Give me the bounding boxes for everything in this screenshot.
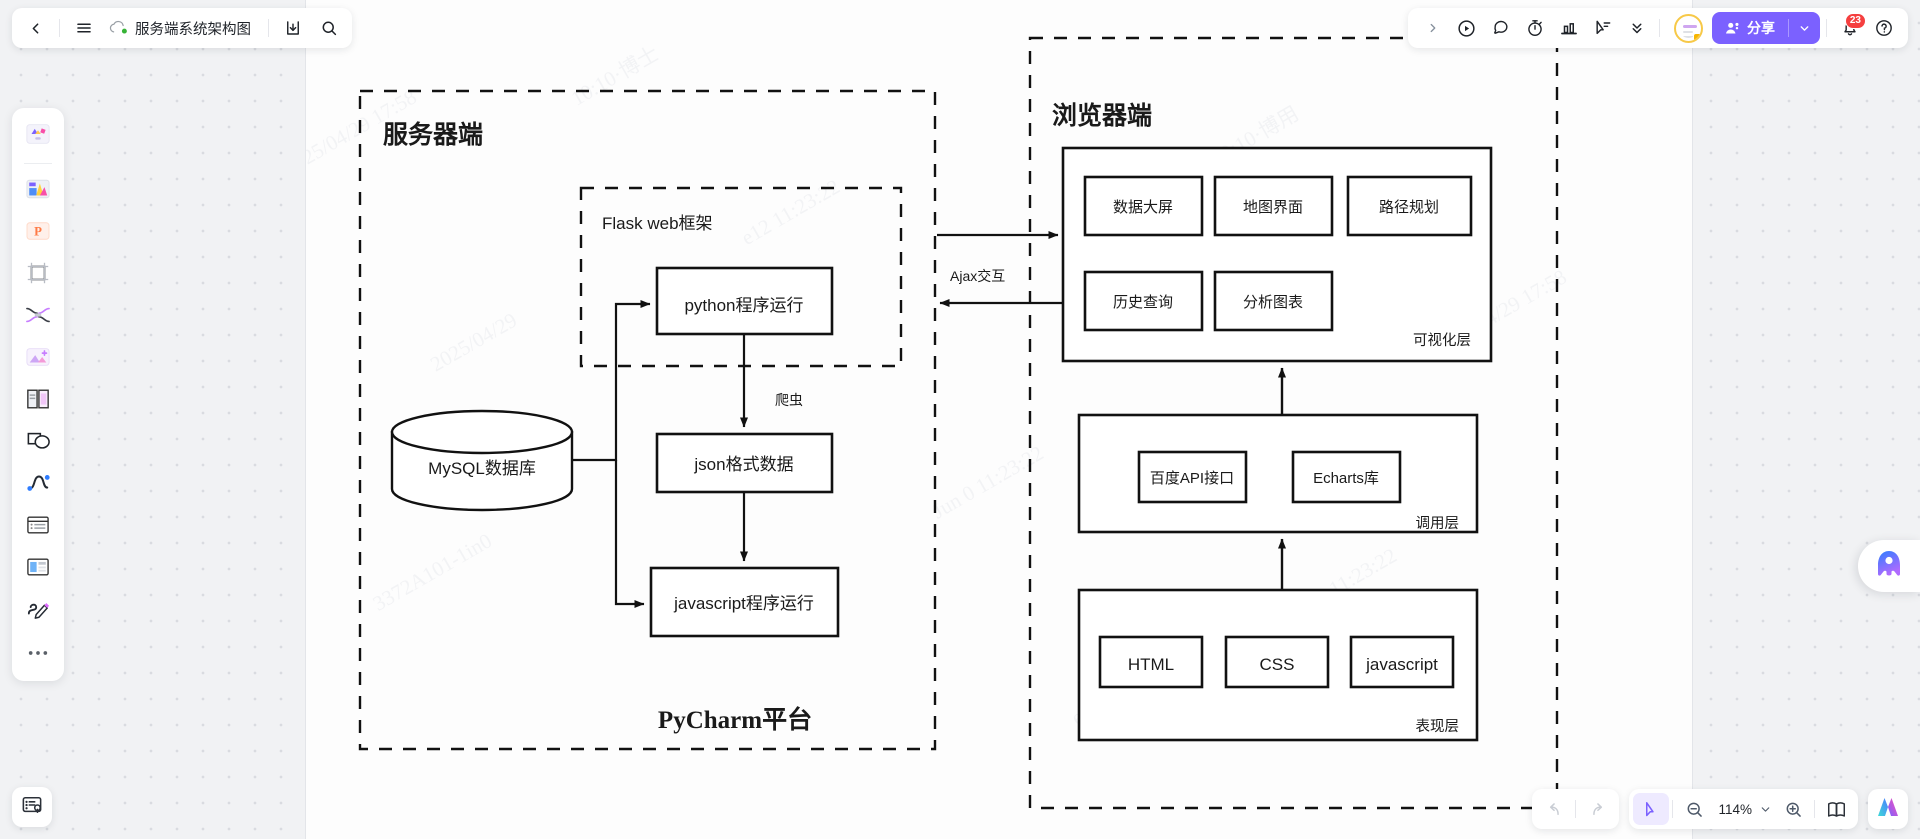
timer-stopwatch-button[interactable]	[1518, 12, 1551, 44]
avatar[interactable]	[1674, 13, 1703, 43]
note-pin-button[interactable]	[12, 787, 52, 827]
panel-divider	[1672, 800, 1674, 818]
sidebar-item-layout[interactable]	[18, 381, 58, 421]
top-left-toolbar: 服务端系统架构图	[12, 8, 352, 48]
ai-assistant-button[interactable]	[1858, 540, 1920, 592]
toolbar-divider	[268, 19, 269, 37]
rail-divider	[24, 163, 52, 164]
card-layout-icon	[25, 556, 51, 583]
ai-assistant-icon	[1872, 547, 1906, 586]
minimap-button[interactable]	[1818, 793, 1854, 825]
pen-draw-icon	[25, 597, 52, 625]
more-options-button[interactable]	[1620, 12, 1653, 44]
sidebar-item-shape[interactable]	[18, 423, 58, 463]
sidebar-item-more[interactable]	[18, 633, 58, 673]
connector-shape-icon	[24, 303, 52, 332]
app-logo-icon	[1875, 794, 1901, 825]
toolbar-divider	[1659, 19, 1660, 37]
notification-badge: 23	[1844, 13, 1866, 29]
watermark: 2025/04/29 17:58	[1429, 264, 1571, 360]
search-button[interactable]	[312, 12, 346, 44]
canvas-page[interactable]: 2025/04/29 17:58 10:10·博士 2025/04/29 e12…	[306, 0, 1692, 839]
cursor-flag-button[interactable]	[1586, 12, 1619, 44]
top-right-toolbar: 分享 23	[1408, 8, 1908, 48]
bottom-right-controls: 114%	[1532, 789, 1908, 829]
watermark: 11:23:22	[1324, 543, 1401, 601]
app-logo-button[interactable]	[1868, 789, 1908, 829]
add-image-icon	[24, 345, 52, 374]
watermark: 10:10·博士	[566, 41, 663, 111]
cursor-select-button[interactable]	[1633, 793, 1670, 825]
download-button[interactable]	[276, 12, 310, 44]
sidebar-item-image[interactable]	[18, 339, 58, 379]
toolbar-divider	[1826, 19, 1827, 37]
expand-toolbar-button[interactable]	[1416, 12, 1449, 44]
ppt-icon: P	[24, 220, 52, 247]
document-title[interactable]: 服务端系统架构图	[135, 21, 251, 38]
notifications-button[interactable]: 23	[1833, 12, 1866, 44]
list-table-icon	[25, 514, 51, 541]
watermark: Jun 0 11:23:22	[928, 440, 1048, 524]
zoom-in-button[interactable]	[1775, 793, 1811, 825]
share-button[interactable]: 分享	[1712, 12, 1820, 44]
sidebar-item-card[interactable]	[18, 549, 58, 589]
sidebar-item-connector[interactable]	[18, 297, 58, 337]
chart-button[interactable]	[1552, 12, 1585, 44]
sidebar-item-frame[interactable]	[18, 255, 58, 295]
cloud-saved-icon	[103, 20, 129, 36]
frame-crop-icon	[25, 260, 51, 291]
watermark: 2025/04/29 17:58	[306, 84, 421, 180]
undo-button[interactable]	[1536, 793, 1572, 825]
toolbar-divider	[59, 19, 60, 37]
svg-text:P: P	[34, 224, 42, 238]
watermark: 10:10·博用	[1206, 101, 1303, 171]
history-panel	[1532, 789, 1620, 829]
share-person-icon	[1725, 22, 1739, 33]
sidebar-item-list[interactable]	[18, 507, 58, 547]
comment-bubble-button[interactable]	[1484, 12, 1517, 44]
watermark: 2025/04/29	[426, 307, 522, 377]
hamburger-menu-button[interactable]	[67, 12, 101, 44]
zoom-level[interactable]: 114%	[1718, 801, 1752, 817]
shapes-icon	[25, 429, 52, 457]
zoom-out-button[interactable]	[1676, 793, 1712, 825]
panel-divider	[1575, 800, 1577, 818]
zoom-dropdown-button[interactable]	[1755, 793, 1775, 825]
watermark: 3372A101-1in0	[368, 528, 496, 616]
present-play-button[interactable]	[1450, 12, 1483, 44]
note-pin-icon	[21, 795, 43, 820]
left-tool-rail: P	[12, 108, 64, 681]
watermark-layer: 2025/04/29 17:58 10:10·博士 2025/04/29 e12…	[306, 0, 1692, 839]
sidebar-item-theme[interactable]	[18, 171, 58, 211]
zoom-panel: 114%	[1629, 789, 1858, 829]
help-button[interactable]	[1867, 12, 1900, 44]
sidebar-item-curve[interactable]	[18, 465, 58, 505]
ellipsis-icon	[27, 644, 49, 662]
sidebar-item-ppt[interactable]: P	[18, 213, 58, 253]
share-label: 分享	[1747, 20, 1775, 36]
panel-divider	[1814, 800, 1815, 818]
two-column-layout-icon	[25, 387, 51, 416]
share-button-main[interactable]: 分享	[1712, 12, 1788, 44]
bezier-curve-icon	[25, 471, 52, 499]
share-dropdown-button[interactable]	[1789, 12, 1820, 44]
theme-palette-icon	[24, 177, 52, 206]
sidebar-item-pen[interactable]	[18, 591, 58, 631]
back-button[interactable]	[18, 12, 52, 44]
watermark: e12 11:23:22	[737, 174, 844, 250]
watermark: e22 11:23:22	[1067, 654, 1174, 730]
sidebar-item-templates[interactable]	[18, 116, 58, 156]
template-gallery-icon	[24, 121, 52, 152]
redo-button[interactable]	[1579, 793, 1615, 825]
